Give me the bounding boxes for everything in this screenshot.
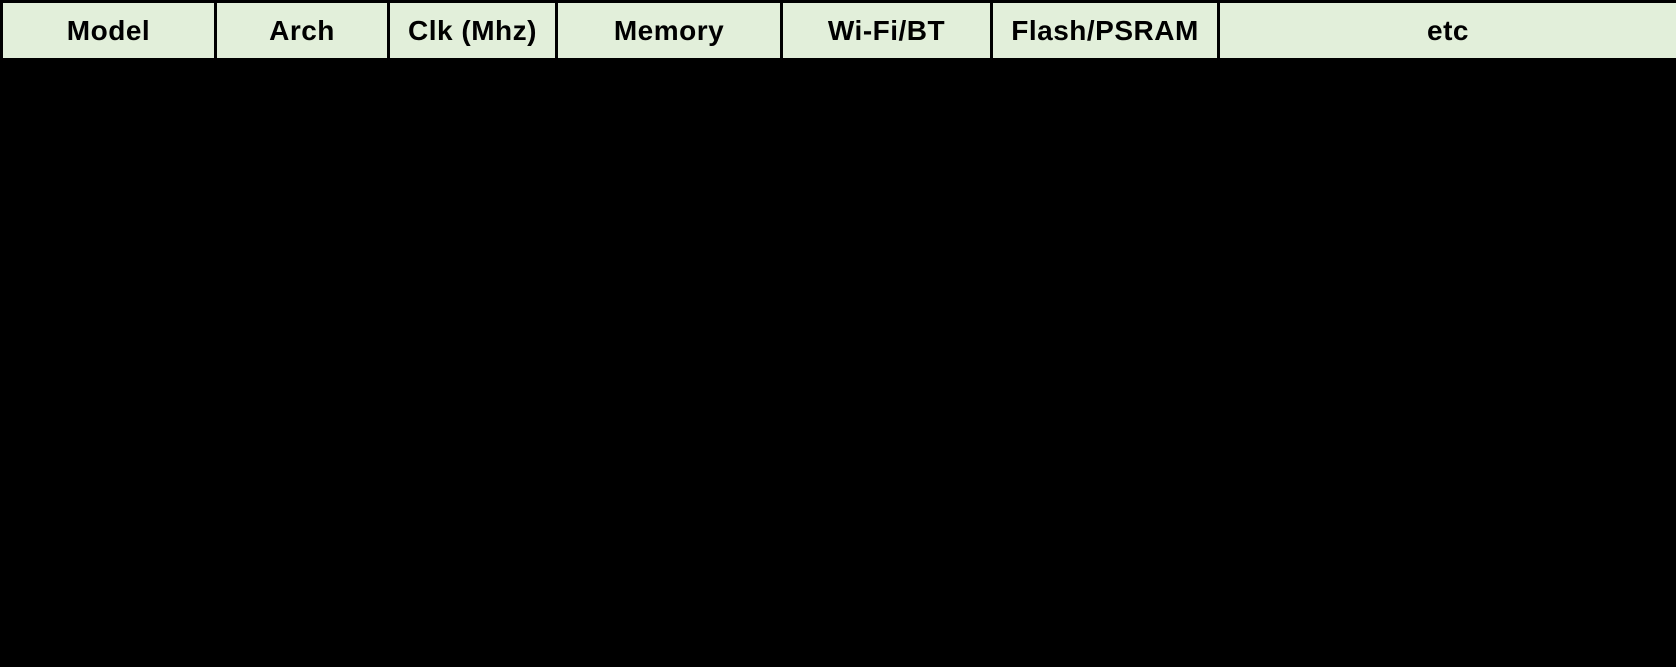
column-header-arch: Arch — [214, 0, 390, 61]
table-body-region — [0, 61, 1676, 667]
column-header-flash-psram: Flash/PSRAM — [990, 0, 1220, 61]
column-header-clk-mhz: Clk (Mhz) — [387, 0, 558, 61]
spec-table: Model Arch Clk (Mhz) Memory Wi-Fi/BT Fla… — [0, 0, 1676, 61]
column-header-etc: etc — [1217, 0, 1676, 61]
column-header-memory: Memory — [555, 0, 783, 61]
column-header-model: Model — [0, 0, 217, 61]
column-header-wifi-bt: Wi-Fi/BT — [780, 0, 993, 61]
spec-table-header-row: Model Arch Clk (Mhz) Memory Wi-Fi/BT Fla… — [0, 0, 1676, 61]
